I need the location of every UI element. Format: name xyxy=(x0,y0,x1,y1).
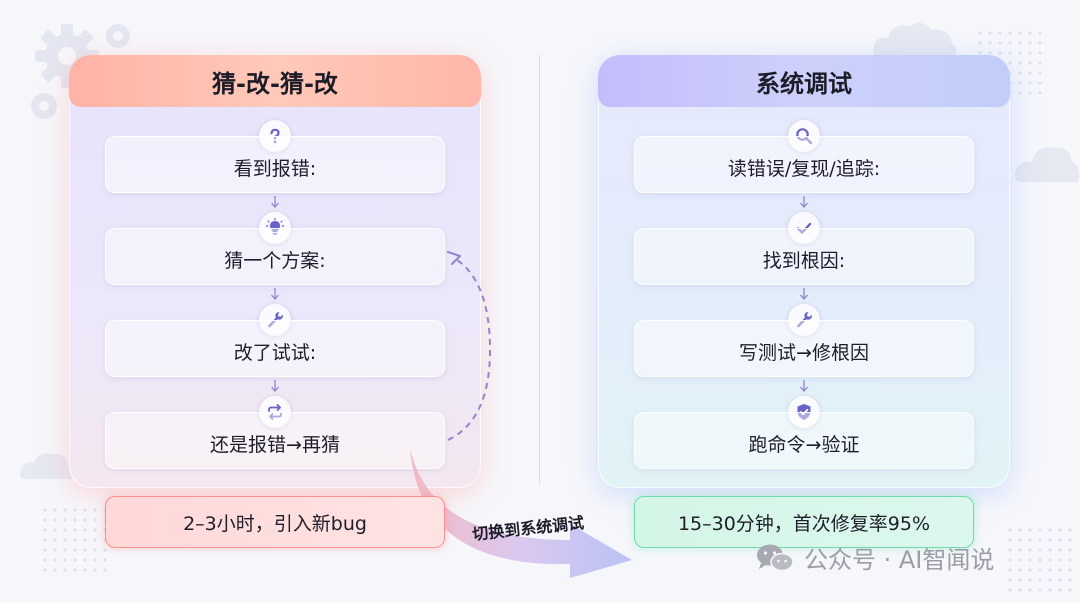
down-arrow-icon xyxy=(800,196,808,208)
left-step-1: 看到报错: xyxy=(105,136,445,193)
right-step-4: 跑命令→验证 xyxy=(634,412,974,469)
systematic-debug-title: 系统调试 xyxy=(598,55,1010,107)
dot-pattern xyxy=(1005,525,1075,595)
dot-pattern xyxy=(40,505,110,575)
systematic-debug-panel: 系统调试 读错误/复现/追踪: 找到根因: 写测试→修根因 跑命令→验证 xyxy=(598,55,1010,488)
left-step-2-label: 猜一个方案: xyxy=(224,250,326,272)
left-step-4-label: 还是报错→再猜 xyxy=(210,434,340,456)
center-divider xyxy=(539,55,540,485)
guess-fix-panel: 猜-改-猜-改 看到报错: 猜一个方案: 改了试试: 还是报错→再猜 xyxy=(69,55,481,488)
cloud-decoration xyxy=(872,22,957,56)
left-step-3-label: 改了试试: xyxy=(233,342,317,364)
left-step-2: 猜一个方案: xyxy=(105,228,445,285)
right-step-3-label: 写测试→修根因 xyxy=(739,342,869,364)
systematic-debug-result-text: 15–30分钟，首次修复率95% xyxy=(677,512,931,535)
guess-fix-result: 2–3小时，引入新bug xyxy=(105,496,445,548)
right-step-4-label: 跑命令→验证 xyxy=(748,434,860,456)
right-step-2-label: 找到根因: xyxy=(762,250,846,272)
guess-fix-result-text: 2–3小时，引入新bug xyxy=(183,512,367,535)
down-arrow-icon xyxy=(271,380,279,392)
right-step-2: 找到根因: xyxy=(634,228,974,285)
down-arrow-icon xyxy=(800,380,808,392)
watermark-text: 公众号 · AI智闻说 xyxy=(804,546,995,574)
down-arrow-icon xyxy=(800,288,808,300)
down-arrow-icon xyxy=(271,288,279,300)
transition-label: 切换到系统调试 xyxy=(471,513,585,544)
left-step-3: 改了试试: xyxy=(105,320,445,377)
guess-fix-title: 猜-改-猜-改 xyxy=(69,55,481,107)
right-step-3: 写测试→修根因 xyxy=(634,320,974,377)
down-arrow-icon xyxy=(271,196,279,208)
right-step-1: 读错误/复现/追踪: xyxy=(634,136,974,193)
systematic-debug-result: 15–30分钟，首次修复率95% xyxy=(634,496,974,548)
left-step-4: 还是报错→再猜 xyxy=(105,412,445,469)
wechat-icon xyxy=(757,544,794,571)
left-step-1-label: 看到报错: xyxy=(233,158,317,180)
watermark: 公众号 · AI智闻说 xyxy=(756,540,994,575)
cloud-decoration xyxy=(1014,147,1080,182)
right-step-1-label: 读错误/复现/追踪: xyxy=(727,158,881,180)
